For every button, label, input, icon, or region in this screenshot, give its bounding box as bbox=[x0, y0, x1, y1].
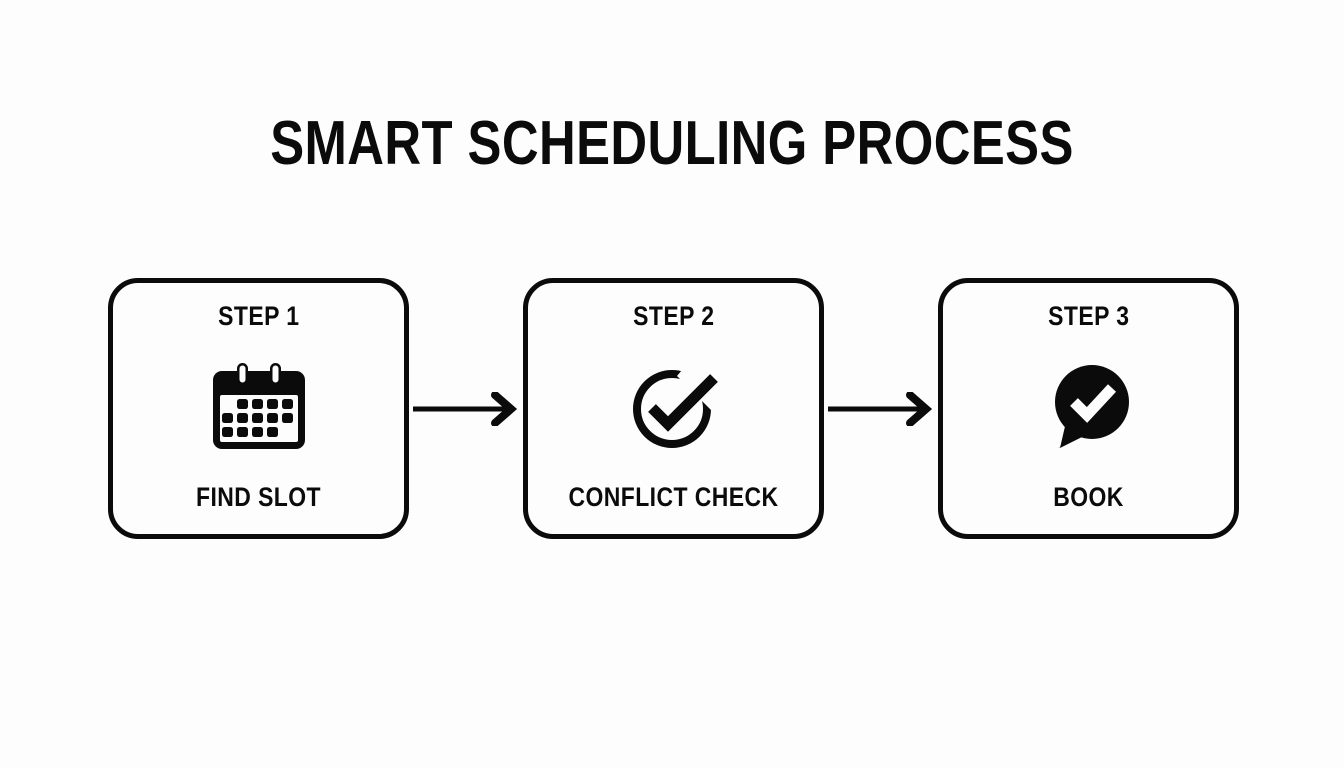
page-title: SMART SCHEDULING PROCESS bbox=[270, 109, 1074, 178]
step-name-label: CONFLICT CHECK bbox=[568, 482, 779, 512]
step-number-label: STEP 3 bbox=[1047, 301, 1130, 331]
step-number-label: STEP 2 bbox=[632, 301, 715, 331]
step-name-label: FIND SLOT bbox=[196, 482, 321, 512]
speech-bubble-check-icon bbox=[1035, 355, 1143, 459]
step-number-label: STEP 1 bbox=[217, 301, 300, 331]
step-card-3[interactable]: STEP 3 BOOK bbox=[938, 278, 1239, 539]
process-flow: STEP 1 bbox=[108, 278, 1239, 539]
arrow-right-icon bbox=[409, 389, 523, 429]
arrow-right-icon bbox=[824, 389, 938, 429]
step-card-1[interactable]: STEP 1 bbox=[108, 278, 409, 539]
calendar-icon bbox=[205, 355, 313, 459]
circle-check-icon bbox=[620, 355, 728, 459]
step-card-2[interactable]: STEP 2 CONFLICT CHECK bbox=[523, 278, 824, 539]
step-name-label: BOOK bbox=[1053, 482, 1124, 512]
